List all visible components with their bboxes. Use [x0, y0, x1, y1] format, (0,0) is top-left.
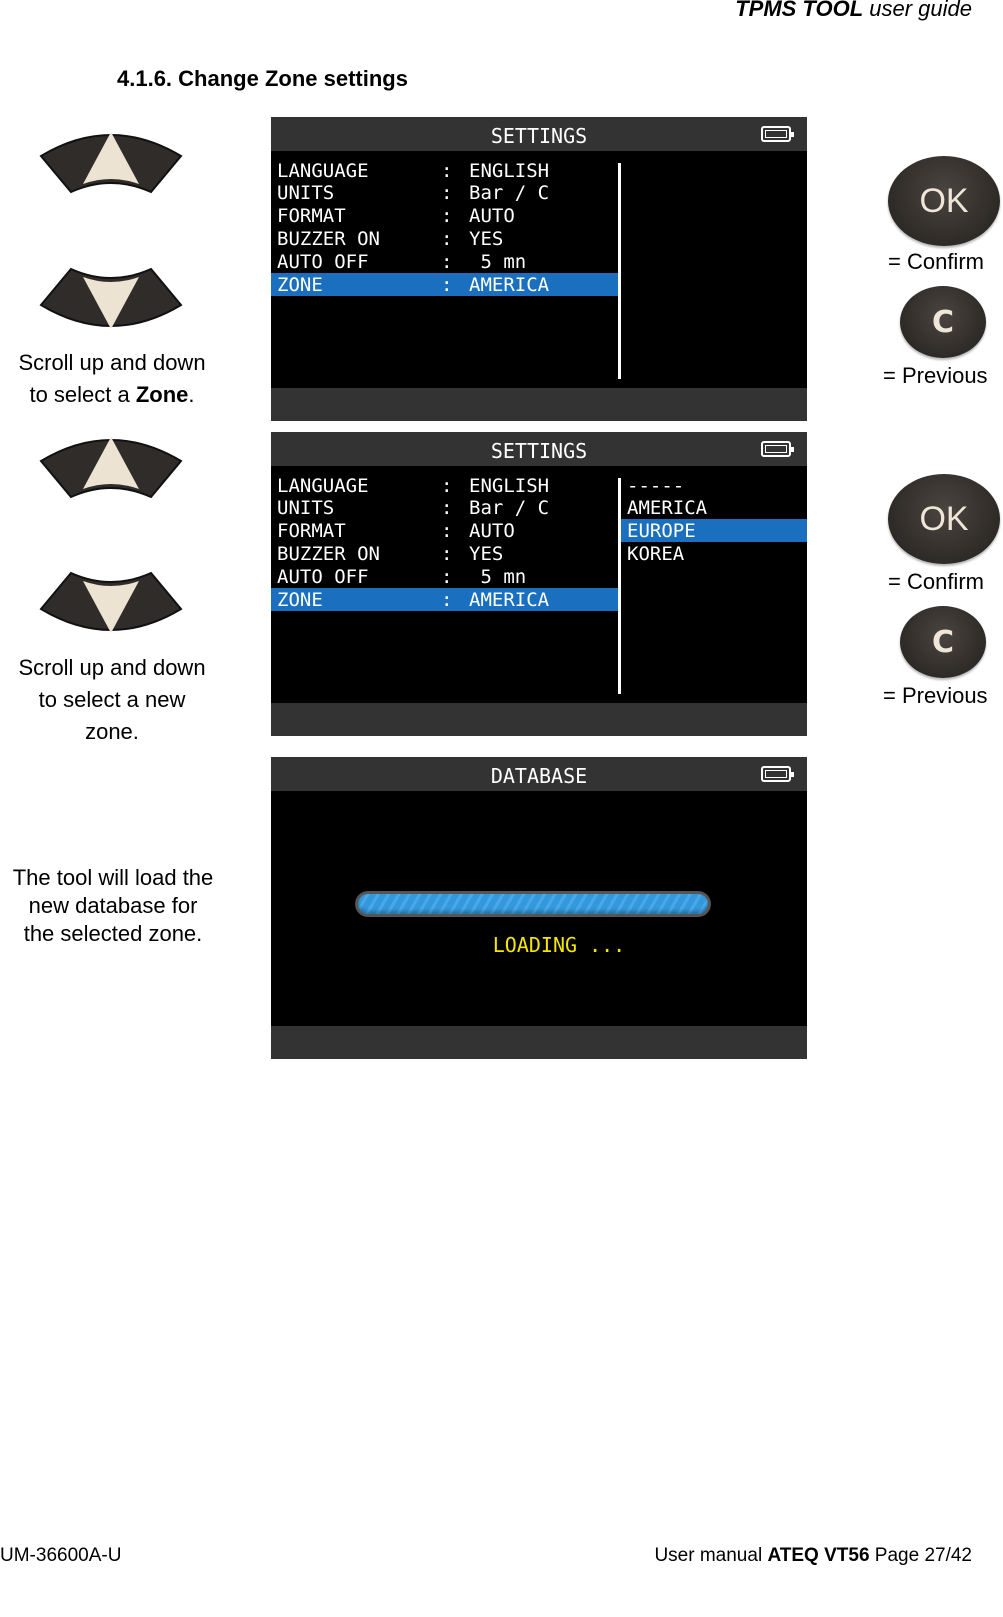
c-label-1: = Previous [883, 363, 988, 388]
c-icon: C [900, 286, 986, 358]
zone-option-america[interactable]: AMERICA [627, 497, 708, 519]
settings-row-auto-off[interactable]: AUTO OFF: 5 mn [277, 251, 527, 273]
up-arrow-icon [39, 437, 183, 499]
battery-icon [761, 441, 794, 457]
down-arrow-button-2 [36, 571, 186, 646]
step3-caption: The tool will load the new database for … [12, 865, 214, 946]
header-title-italic: user guide [863, 0, 972, 21]
ok-label-1: = Confirm [888, 249, 984, 274]
loading-progress-bar [355, 891, 711, 917]
running-header: TPMS TOOL user guide [735, 0, 972, 22]
ok-label-2: = Confirm [888, 569, 984, 594]
loading-status: LOADING ... [492, 933, 626, 957]
header-title-bold: TPMS TOOL [735, 0, 864, 21]
up-arrow-button-2 [36, 429, 186, 504]
screen-footer-bar [271, 703, 807, 736]
footer-page-info: User manual ATEQ VT56 Page 27/42 [654, 1545, 972, 1566]
settings-screen-1: SETTINGS LANGUAGE:ENGLISH UNITS:Bar / C … [271, 117, 807, 421]
c-icon: C [900, 606, 986, 678]
settings-row-language[interactable]: LANGUAGE:ENGLISH [277, 475, 550, 497]
ok-button-2: OK [888, 474, 1000, 564]
battery-icon [761, 766, 794, 782]
battery-icon [761, 126, 794, 142]
zone-option-none[interactable]: ----- [627, 475, 685, 497]
settings-screen-2: SETTINGS LANGUAGE:ENGLISH UNITS:Bar / C … [271, 432, 807, 736]
settings-row-buzzer[interactable]: BUZZER ON:YES [277, 543, 504, 565]
footer-product: ATEQ VT56 [767, 1545, 870, 1566]
screen-footer-bar [271, 388, 807, 421]
screen-title: DATABASE [271, 757, 807, 791]
c-button-1: C [900, 286, 986, 358]
settings-row-units[interactable]: UNITS:Bar / C [277, 182, 550, 204]
database-screen: DATABASE LOADING ... [271, 757, 807, 1059]
screen-title: SETTINGS [271, 432, 807, 466]
down-arrow-button-1 [36, 267, 186, 342]
down-arrow-icon [39, 267, 183, 329]
section-title: 4.1.6. Change Zone settings [117, 66, 408, 91]
column-divider [618, 478, 621, 694]
down-arrow-icon [39, 571, 183, 633]
zone-option-korea[interactable]: KOREA [627, 543, 685, 565]
settings-row-zone[interactable]: ZONE:AMERICA [271, 588, 618, 611]
up-arrow-icon [39, 132, 183, 194]
settings-row-zone[interactable]: ZONE:AMERICA [271, 273, 618, 296]
ok-icon: OK [888, 474, 1000, 564]
settings-row-units[interactable]: UNITS:Bar / C [277, 497, 550, 519]
settings-row-buzzer[interactable]: BUZZER ON:YES [277, 228, 504, 250]
step2-caption: Scroll up and down to select a new zone. [18, 655, 206, 744]
screen-footer-bar [271, 1026, 807, 1059]
column-divider [618, 163, 621, 379]
step1-caption: Scroll up and down to select a Zone. [18, 350, 206, 407]
zone-bold: Zone [135, 382, 189, 407]
settings-row-format[interactable]: FORMAT:AUTO [277, 205, 515, 227]
zone-option-europe[interactable]: EUROPE [621, 519, 807, 542]
ok-icon: OK [888, 156, 1000, 246]
settings-row-auto-off[interactable]: AUTO OFF: 5 mn [277, 566, 527, 588]
settings-row-language[interactable]: LANGUAGE:ENGLISH [277, 160, 550, 182]
up-arrow-button-1 [36, 124, 186, 199]
c-label-2: = Previous [883, 683, 988, 708]
c-button-2: C [900, 606, 986, 678]
ok-button-1: OK [888, 156, 1000, 246]
footer-doc-id: UM-36600A-U [0, 1545, 122, 1566]
settings-row-format[interactable]: FORMAT:AUTO [277, 520, 515, 542]
screen-title: SETTINGS [271, 117, 807, 151]
